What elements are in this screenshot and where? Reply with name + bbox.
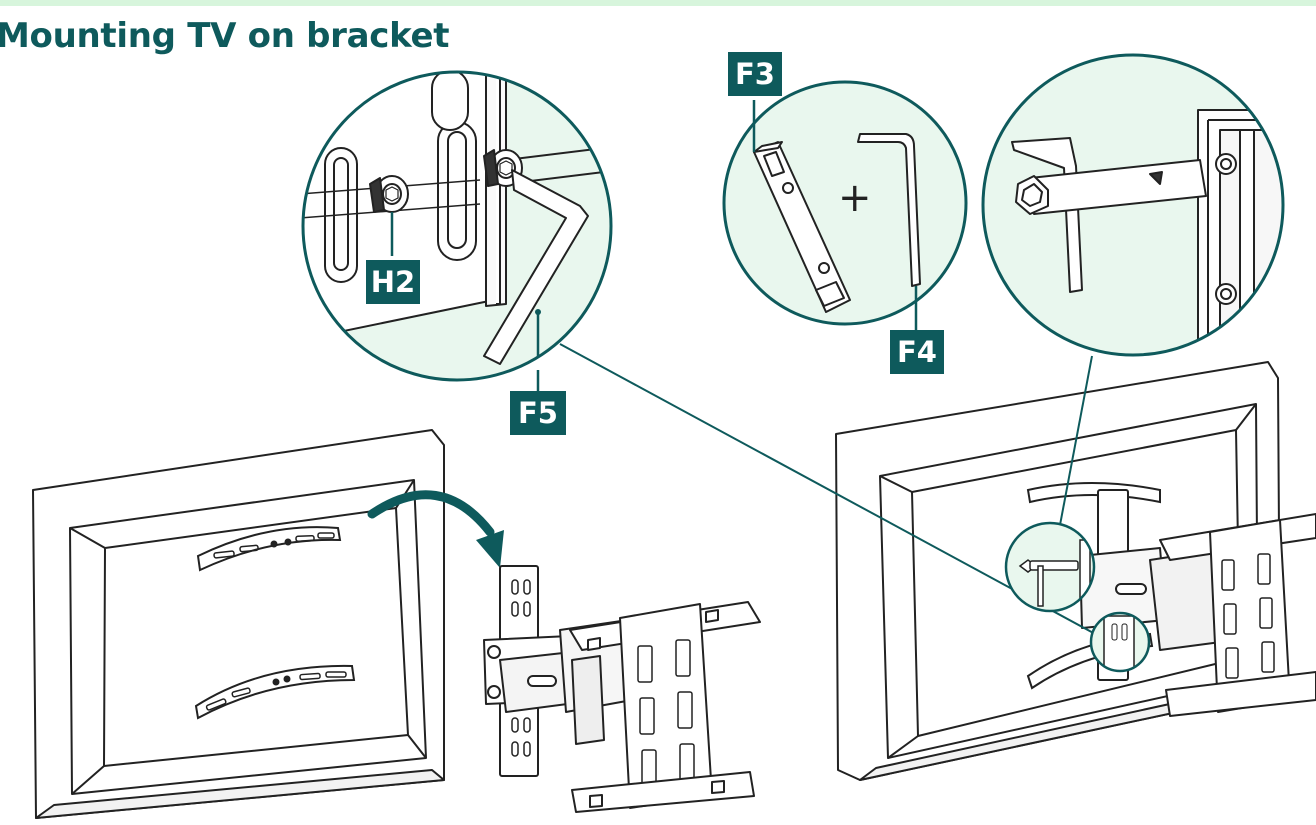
left-mount-bracket [483, 565, 761, 813]
plus-sign: + [838, 175, 872, 221]
label-f3: F3 [728, 52, 782, 96]
curved-arrow-head [476, 530, 504, 568]
detail-circle-bolt [1091, 613, 1149, 671]
hex-key [857, 133, 921, 287]
label-f4: F4 [890, 330, 944, 374]
top-band [0, 0, 1316, 6]
detail-circle-screw [1006, 523, 1094, 611]
left-tv [32, 429, 445, 819]
box-wrench [753, 141, 851, 313]
detail-circle-h2-f5 [303, 72, 611, 380]
label-h2: H2 [366, 260, 420, 304]
curved-arrow-icon [367, 490, 495, 537]
vertical-plate-upper [196, 526, 342, 572]
label-f5: F5 [510, 391, 566, 435]
vertical-plate-lower [194, 664, 356, 720]
detail-circle-f3-f4 [722, 80, 968, 330]
page-title: Mounting TV on bracket [0, 16, 450, 56]
detail-circle-tool-in-use [983, 55, 1283, 355]
